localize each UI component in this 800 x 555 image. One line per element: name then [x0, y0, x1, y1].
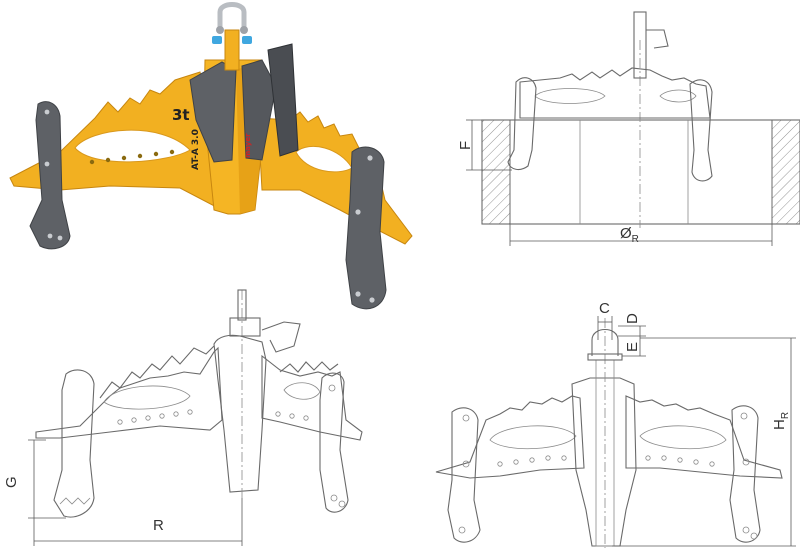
left-arm-holes: [89, 149, 175, 165]
side-head: [229, 317, 261, 337]
shackle: [217, 2, 247, 30]
shackle-pin-right: [240, 26, 248, 34]
section-left-jaw: [507, 77, 537, 171]
product-photo: 3t AT-A 3.0 mayer: [9, 2, 413, 310]
side-slot: [103, 385, 191, 410]
blue-fitting-left: [212, 36, 222, 44]
section-shaft: [633, 11, 647, 79]
top-shaft: [224, 29, 240, 71]
front-shackle-pin: [587, 353, 623, 361]
front-slot-left: [489, 425, 577, 450]
capacity-label: 3t: [172, 106, 190, 124]
front-slot-right: [639, 425, 727, 450]
blue-fitting-right: [242, 36, 252, 44]
side-shaft: [237, 289, 247, 321]
side-drawing: G R: [3, 289, 363, 546]
side-dim-r-label: R: [153, 517, 164, 534]
side-dim-g-label: G: [3, 476, 20, 488]
brand-label: mayer: [244, 133, 252, 158]
side-right-jaw: [319, 372, 349, 513]
section-clamp-slot: [534, 88, 606, 104]
front-right-jaw: [729, 405, 761, 543]
front-center-body: [571, 377, 637, 547]
left-jaw-bolts: [44, 109, 63, 241]
shackle-pin-left: [216, 26, 224, 34]
section-drawing: F ØR: [457, 11, 800, 246]
front-beam-right: [625, 395, 783, 479]
center-side-plate-left: [189, 61, 237, 163]
center-side-plate-right: [241, 59, 277, 161]
front-left-jaw: [447, 407, 481, 543]
front-beam-left: [435, 395, 585, 479]
side-center-body: [213, 334, 267, 493]
front-shackle: [591, 328, 619, 356]
section-wall-right: [771, 119, 800, 225]
front-dim-d-label: D: [624, 313, 641, 324]
front-dim-c-label: C: [599, 300, 610, 317]
side-teeth-right: [279, 361, 339, 373]
left-jaw: [29, 101, 71, 250]
section-vessel: [481, 119, 800, 225]
right-jaw: [345, 146, 387, 310]
section-right-jaw: [689, 79, 713, 182]
front-dim-h-label: HR: [771, 412, 791, 430]
right-jaw-bolts: [355, 155, 375, 303]
section-dim-f-label: F: [457, 141, 474, 150]
front-right-jaw-bolts: [740, 412, 758, 540]
section-dim-d-sub: R: [632, 234, 639, 245]
model-label: AT-A 3.0: [191, 129, 201, 170]
side-left-jaw-teeth: [59, 497, 91, 505]
section-dim-d-symbol: Ø: [620, 225, 632, 242]
front-dim-h-symbol: H: [771, 419, 788, 430]
left-arm-slot: [74, 129, 191, 163]
front-left-jaw-bolts: [458, 414, 470, 534]
front-dim-e-label: E: [624, 342, 641, 352]
section-clamp-beam: [519, 67, 711, 119]
side-right-jaw-bolts: [328, 384, 346, 508]
side-beam-right: [261, 354, 363, 441]
side-holes: [117, 409, 309, 425]
section-dim-d-label: ØR: [620, 225, 639, 245]
section-clamp-slot-2: [659, 89, 697, 103]
side-left-jaw: [53, 369, 95, 518]
side-teeth-left: [99, 345, 215, 399]
side-lever: [261, 321, 301, 353]
section-lever: [646, 29, 669, 49]
mechanism-plate: [267, 43, 299, 157]
front-dim-h-sub: R: [780, 412, 791, 419]
side-slot-right: [283, 382, 321, 400]
front-drawing: C D E HR: [435, 300, 796, 548]
section-wall-left: [481, 119, 511, 225]
side-beam-left: [35, 346, 223, 439]
front-holes: [497, 455, 715, 467]
